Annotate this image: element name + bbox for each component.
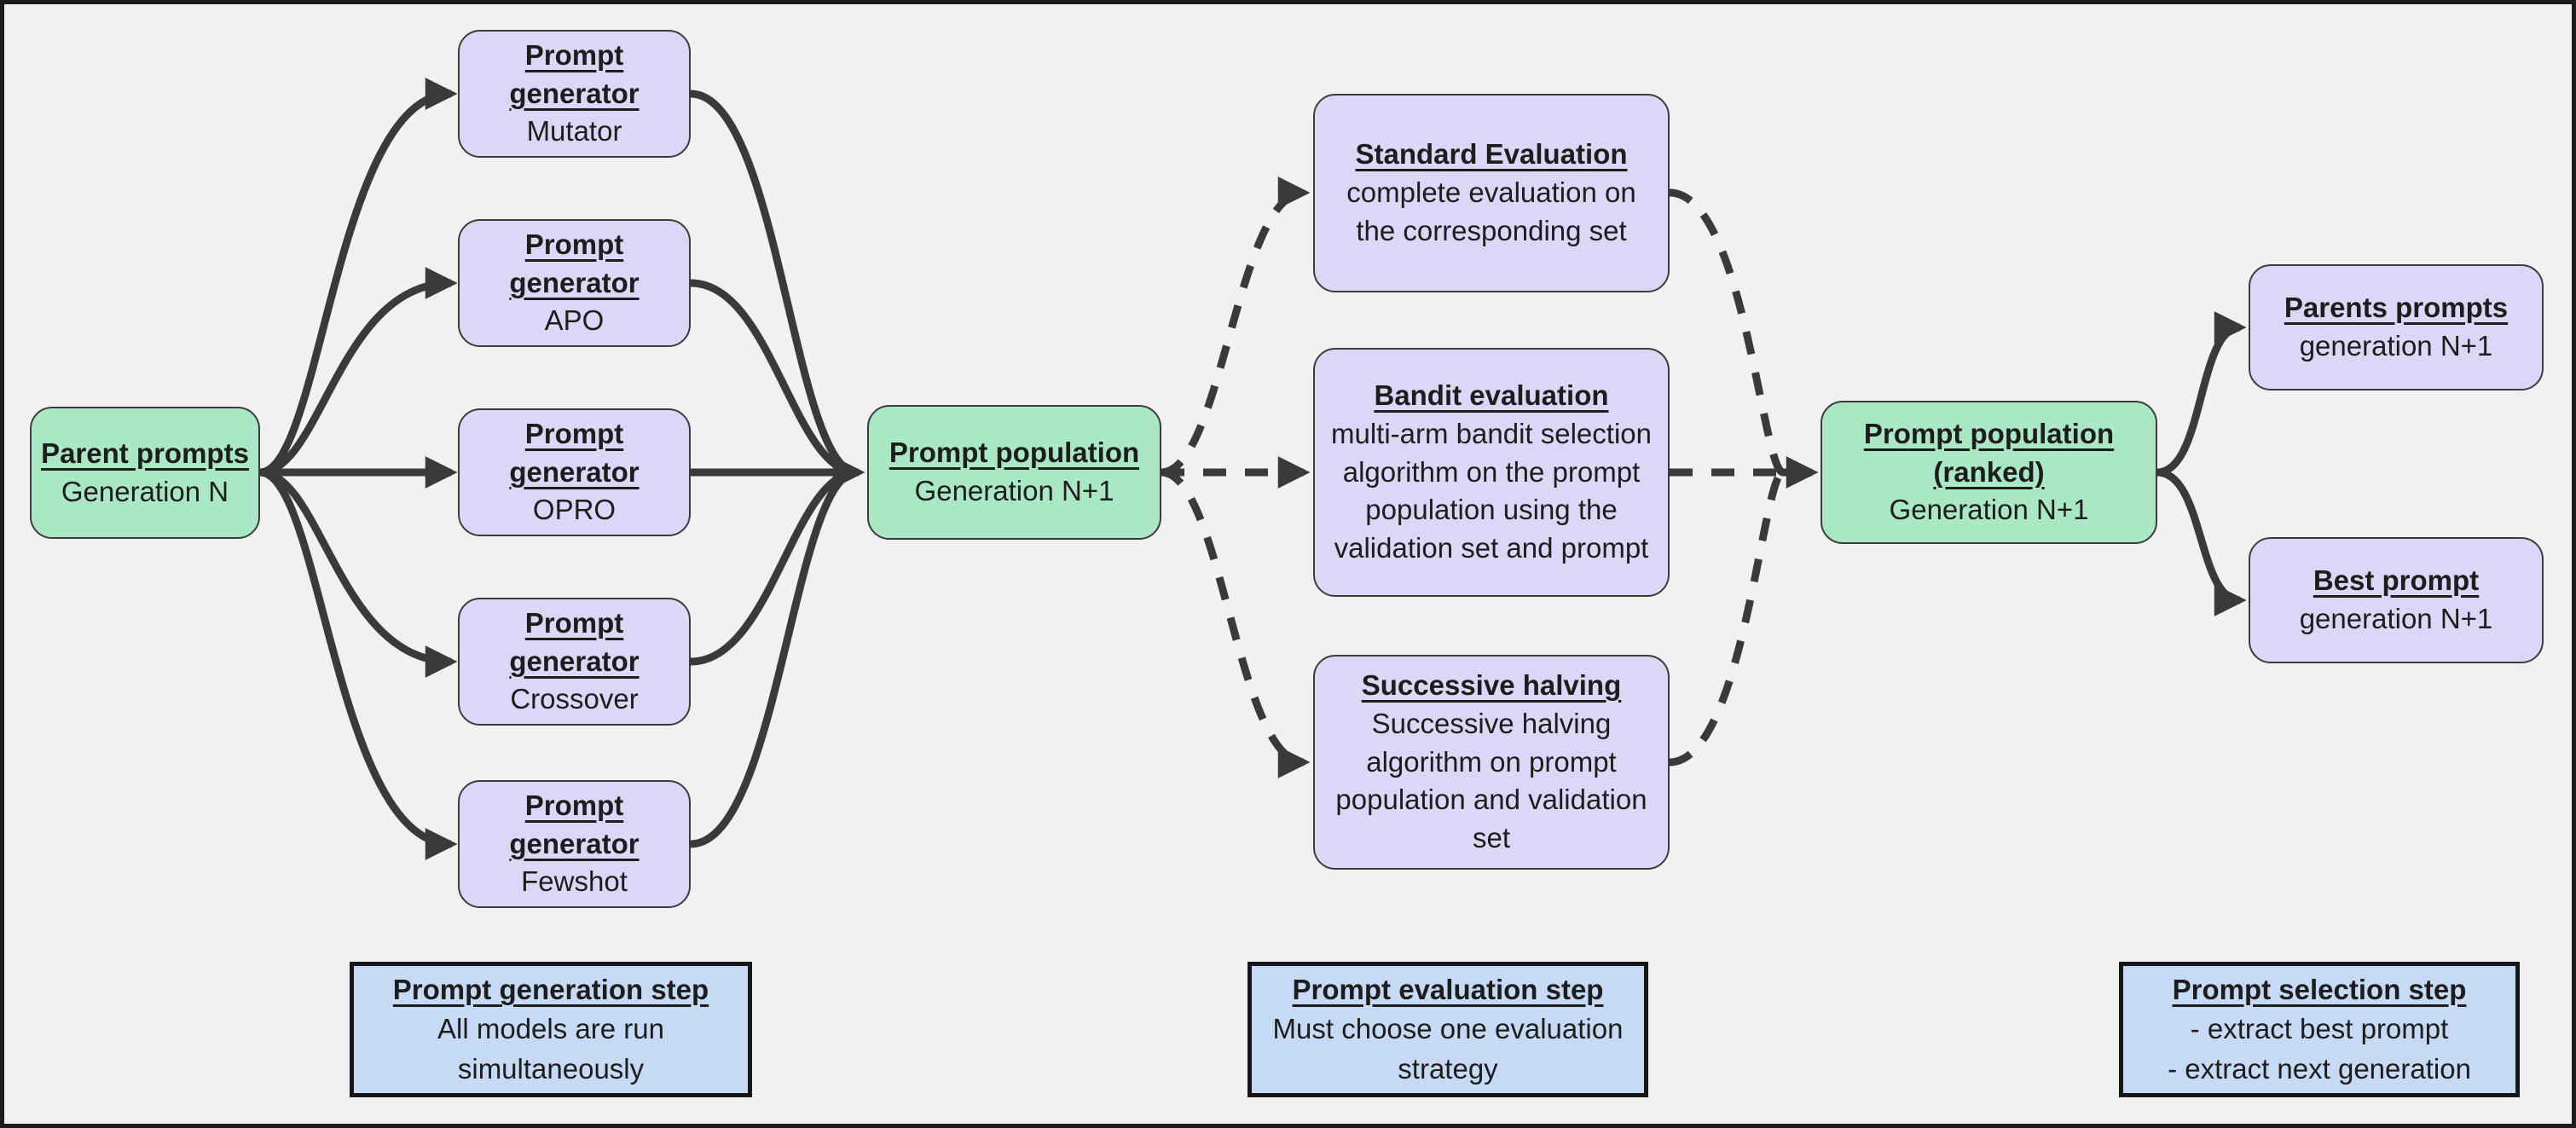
step-generation-title: Prompt generation step	[392, 974, 709, 1006]
step-selection-line: - extract next generation	[2168, 1052, 2471, 1085]
arrows-parent-to-generators	[259, 78, 458, 860]
arrows-generators-to-population	[690, 90, 865, 848]
node-standard-evaluation: Standard Evaluation complete evaluation …	[1313, 94, 1670, 292]
arrows-evaluations-to-ranked	[1669, 188, 1819, 766]
flow-arrows	[259, 78, 2247, 860]
node-parent-prompts-title: Parent prompts	[41, 437, 249, 469]
step-selection-title: Prompt selection step	[2172, 974, 2467, 1006]
node-generator-subtitle: APO	[544, 304, 605, 337]
node-parents-prompts-output: Parents prompts generation N+1	[2249, 264, 2544, 390]
node-bandit-evaluation-body: multi-arm bandit selection algorithm on …	[1331, 417, 1652, 564]
node-prompt-generator-crossover: Prompt generator Crossover	[458, 598, 691, 726]
node-parent-prompts: Parent prompts Generation N	[30, 407, 260, 539]
node-parents-output-title: Parents prompts	[2284, 292, 2509, 324]
node-generator-title: Prompt generator	[509, 606, 640, 677]
node-generator-title: Prompt generator	[509, 228, 640, 298]
step-generation-body: All models are run simultaneously	[437, 1013, 664, 1085]
node-bandit-evaluation-title: Bandit evaluation	[1374, 379, 1609, 411]
node-prompt-generator-mutator: Prompt generator Mutator	[458, 30, 691, 158]
node-standard-evaluation-body: complete evaluation on the corresponding…	[1346, 176, 1636, 246]
node-prompt-population: Prompt population Generation N+1	[867, 405, 1161, 540]
node-generator-subtitle: Mutator	[526, 115, 622, 148]
node-prompt-generator-opro: Prompt generator OPRO	[458, 408, 691, 536]
node-bandit-evaluation: Bandit evaluation multi-arm bandit selec…	[1313, 348, 1670, 597]
node-parent-prompts-subtitle: Generation N	[61, 475, 229, 507]
node-best-output-subtitle: generation N+1	[2299, 603, 2493, 634]
node-generator-title: Prompt generator	[509, 38, 640, 109]
step-prompt-selection: Prompt selection step - extract best pro…	[2119, 962, 2520, 1097]
node-successive-halving: Successive halving Successive halving al…	[1313, 655, 1670, 870]
node-prompt-generator-apo: Prompt generator APO	[458, 219, 691, 347]
node-ranked-subtitle: Generation N+1	[1889, 494, 2089, 526]
step-evaluation-body: Must choose one evaluation strategy	[1272, 1013, 1624, 1085]
step-prompt-generation: Prompt generation step All models are ru…	[350, 962, 752, 1097]
node-generator-title: Prompt generator	[509, 417, 640, 488]
node-parents-output-subtitle: generation N+1	[2299, 330, 2493, 362]
node-standard-evaluation-title: Standard Evaluation	[1355, 138, 1628, 171]
node-prompt-generator-fewshot: Prompt generator Fewshot	[458, 780, 691, 908]
node-generator-subtitle: Crossover	[510, 683, 639, 715]
node-successive-halving-title: Successive halving	[1361, 668, 1622, 701]
node-population-subtitle: Generation N+1	[914, 475, 1114, 506]
step-prompt-evaluation: Prompt evaluation step Must choose one e…	[1247, 962, 1648, 1097]
node-generator-subtitle: Fewshot	[521, 865, 628, 898]
arrows-ranked-to-outputs	[2156, 311, 2247, 616]
step-selection-line: - extract best prompt	[2190, 1013, 2449, 1045]
node-best-prompt-output: Best prompt generation N+1	[2249, 537, 2544, 663]
node-best-output-title: Best prompt	[2313, 564, 2480, 597]
arrows-population-to-evaluations	[1161, 176, 1311, 778]
node-generator-subtitle: OPRO	[532, 494, 617, 526]
step-evaluation-title: Prompt evaluation step	[1292, 974, 1604, 1006]
node-population-title: Prompt population	[889, 437, 1140, 469]
node-prompt-population-ranked: Prompt population (ranked) Generation N+…	[1821, 401, 2157, 544]
node-generator-title: Prompt generator	[509, 789, 640, 859]
node-successive-halving-body: Successive halving algorithm on prompt p…	[1335, 707, 1647, 854]
node-ranked-title: Prompt population (ranked)	[1863, 417, 2115, 488]
